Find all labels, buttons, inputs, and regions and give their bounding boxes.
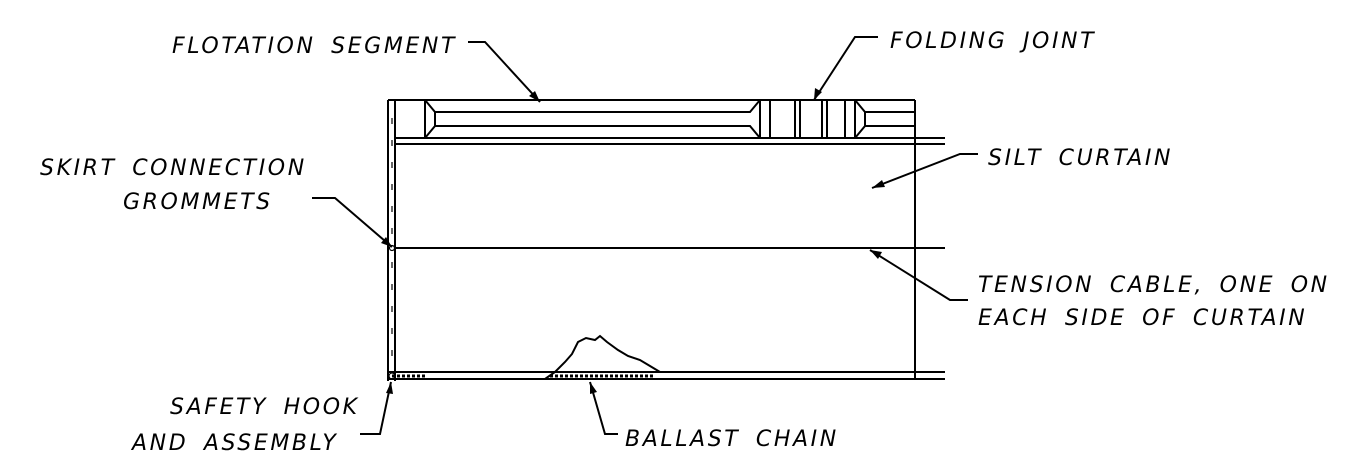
float-left-top — [395, 99, 761, 113]
label-safety-hook-line1: SAFETY HOOK — [170, 395, 360, 420]
label-skirt-connection-line1: SKIRT CONNECTION — [40, 156, 307, 181]
flotation-segment — [395, 99, 945, 145]
float-right-top — [845, 99, 915, 113]
torn-curtain-edge — [544, 334, 661, 380]
float-left-bottom — [395, 125, 761, 139]
curtain-bottom — [388, 371, 945, 380]
skirt-connection-grommets — [388, 118, 396, 356]
leader-skirt-connection — [312, 197, 393, 248]
label-tension-cable-line1: TENSION CABLE, ONE ON — [978, 273, 1330, 298]
leader-safety-hook — [360, 381, 393, 435]
label-silt-curtain: SILT CURTAIN — [988, 146, 1173, 171]
leader-ballast-chain — [589, 381, 618, 435]
leader-tension-cable — [869, 249, 968, 301]
curtain-frame — [387, 99, 916, 381]
folding-joint-housing — [759, 99, 856, 139]
leader-folding-joint — [813, 36, 878, 101]
label-folding-joint: FOLDING JOINT — [890, 29, 1096, 54]
label-flotation-segment: FLOTATION SEGMENT — [172, 34, 457, 59]
safety-hook-assembly — [388, 372, 425, 380]
label-tension-cable-line2: EACH SIDE OF CURTAIN — [978, 306, 1307, 331]
leader-silt-curtain — [871, 153, 978, 189]
label-safety-hook-line2: AND ASSEMBLY — [130, 431, 338, 456]
leader-flotation-segment — [468, 41, 541, 103]
label-ballast-chain: BALLAST CHAIN — [625, 427, 839, 452]
ballast-chain — [544, 334, 661, 380]
label-skirt-connection-line2: GROMMETS — [123, 190, 273, 215]
